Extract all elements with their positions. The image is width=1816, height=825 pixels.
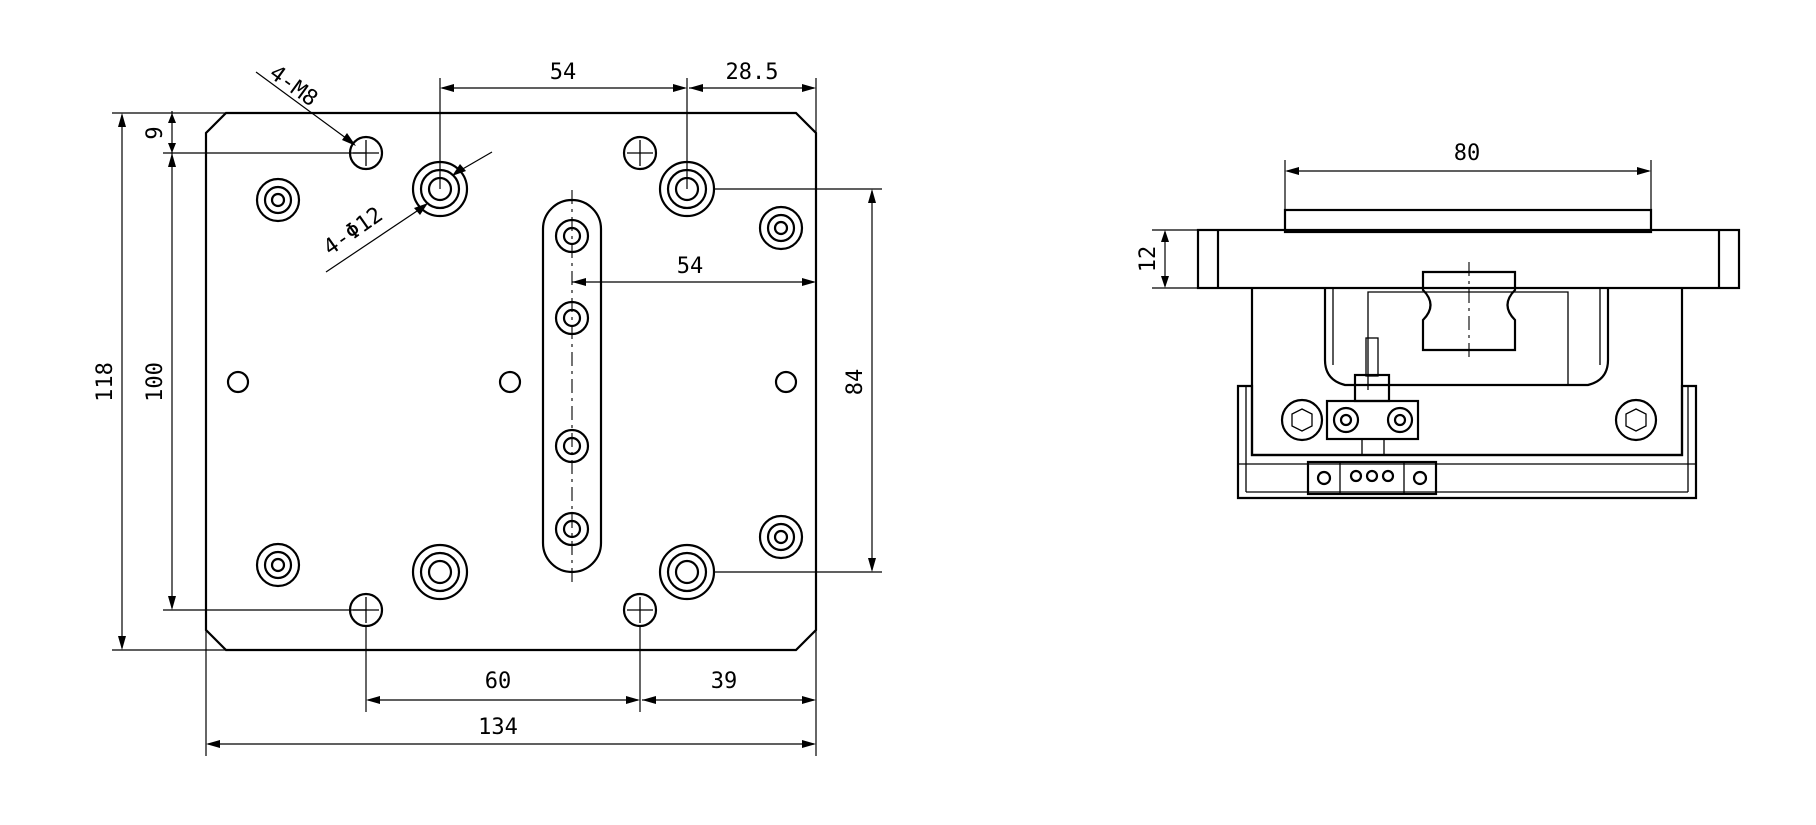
dimension-left-9: 9	[143, 111, 176, 155]
dimension-label: 9	[143, 126, 168, 139]
base-plate-outline	[204, 111, 818, 652]
dimension-top-54: 54	[439, 60, 688, 189]
sensor-block	[1421, 270, 1517, 352]
dimension-top-28-5: 28.5	[689, 60, 817, 133]
counterbore-hole-bottom-right	[658, 543, 716, 601]
hex-screw-left	[1280, 398, 1324, 442]
dimension-label: 12	[1136, 246, 1161, 273]
dimension-bottom-134: 134	[205, 630, 816, 756]
pin-hole-center	[498, 370, 522, 394]
plan-view: 54 28.5 54 118	[93, 60, 882, 756]
pin-hole-left	[226, 370, 250, 394]
connector-block	[1306, 460, 1438, 496]
top-cap	[1283, 208, 1653, 234]
dimension-label: 54	[677, 254, 704, 279]
small-counterbore-bottom-left	[255, 542, 301, 588]
base-bracket	[1236, 384, 1698, 500]
callout-label: 4-Φ12	[319, 202, 388, 260]
dimension-label: 28.5	[726, 60, 779, 85]
dimension-label: 54	[550, 60, 577, 85]
inner-cavity	[1323, 288, 1610, 387]
pin-hole-right	[774, 370, 798, 394]
dimension-label: 84	[843, 369, 868, 396]
callout-4-m8: 4-M8	[255, 61, 356, 146]
small-counterbore-top-left	[255, 177, 301, 223]
dimension-slot-54: 54	[572, 254, 816, 286]
clamp-bar	[1325, 399, 1420, 441]
dimension-bottom-60: 60	[365, 626, 641, 712]
dimension-label: 118	[93, 362, 118, 402]
dimension-left-100: 100	[143, 152, 366, 611]
dimension-label: 100	[143, 362, 168, 402]
probe-holder	[1353, 373, 1391, 403]
dimension-label: 80	[1454, 141, 1481, 166]
small-counterbore-top-right	[758, 205, 804, 251]
dimension-side-80: 80	[1284, 141, 1652, 210]
dimension-side-12: 12	[1136, 229, 1198, 289]
hex-screw-right	[1614, 398, 1658, 442]
callout-label: 4-M8	[264, 61, 322, 112]
dimension-label: 134	[478, 715, 518, 740]
callout-4-phi12: 4-Φ12	[319, 151, 493, 273]
dimension-right-84: 84	[714, 188, 882, 573]
dimension-bottom-39: 39	[642, 630, 817, 756]
dimension-label: 60	[485, 669, 512, 694]
dimension-label: 39	[711, 669, 738, 694]
dimension-left-118: 118	[93, 112, 226, 651]
threaded-hole-top-right	[622, 135, 658, 171]
threaded-hole-bottom-right	[622, 592, 658, 628]
small-counterbore-bottom-right	[758, 514, 804, 560]
side-view: 80 12	[1136, 141, 1741, 500]
top-plate	[1196, 228, 1741, 290]
counterbore-hole-bottom-left	[411, 543, 469, 601]
